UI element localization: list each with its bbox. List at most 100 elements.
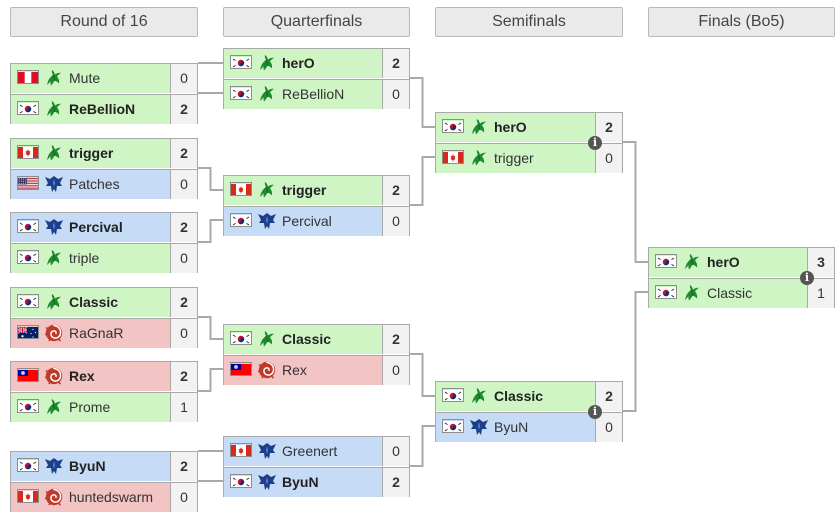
korea-flag-icon bbox=[230, 213, 252, 227]
player-slot[interactable]: triple 0 bbox=[11, 243, 197, 273]
player-name[interactable]: ByuN bbox=[69, 458, 106, 474]
korea-flag-icon bbox=[655, 254, 677, 268]
score-divider bbox=[382, 468, 383, 497]
player-name[interactable]: Classic bbox=[69, 294, 119, 310]
player-name[interactable]: Patches bbox=[69, 176, 120, 192]
player-name[interactable]: Prome bbox=[69, 399, 111, 415]
protoss-race-icon bbox=[257, 53, 277, 73]
score-divider bbox=[170, 213, 171, 242]
connector-line bbox=[198, 316, 223, 340]
player-score: 0 bbox=[596, 144, 622, 173]
player-score: 0 bbox=[383, 80, 409, 109]
player-name[interactable]: Percival bbox=[282, 213, 332, 229]
player-name[interactable]: ByuN bbox=[494, 419, 529, 435]
taiwan-flag-icon bbox=[230, 362, 252, 376]
match-info-icon[interactable]: i bbox=[800, 271, 814, 285]
protoss-race-icon bbox=[44, 143, 64, 163]
score-divider bbox=[595, 382, 596, 411]
player-name[interactable]: Classic bbox=[707, 285, 753, 301]
player-name[interactable]: RaGnaR bbox=[69, 325, 124, 341]
korea-flag-icon bbox=[17, 101, 39, 115]
player-score: 2 bbox=[383, 49, 409, 78]
korea-flag-icon bbox=[17, 458, 39, 472]
match-info-icon[interactable]: i bbox=[588, 136, 602, 150]
canada-flag-icon bbox=[230, 182, 252, 196]
connector-line bbox=[623, 291, 648, 412]
player-name[interactable]: ReBellioN bbox=[282, 86, 345, 102]
player-name[interactable]: trigger bbox=[282, 182, 327, 198]
player-name[interactable]: Mute bbox=[69, 70, 101, 86]
player-name[interactable]: herO bbox=[494, 119, 527, 135]
zerg-race-icon bbox=[257, 360, 277, 380]
player-score: 2 bbox=[596, 382, 622, 411]
korea-flag-icon bbox=[442, 388, 464, 402]
player-name[interactable]: trigger bbox=[494, 150, 534, 166]
player-slot[interactable]: Greenert 0 bbox=[224, 437, 409, 466]
match-qf-1[interactable]: herO 2 ReBellioN 0 bbox=[223, 48, 410, 109]
player-score: 0 bbox=[383, 437, 409, 466]
player-name[interactable]: Rex bbox=[282, 362, 307, 378]
korea-flag-icon bbox=[17, 219, 39, 233]
terran-race-icon bbox=[44, 217, 64, 237]
player-name[interactable]: huntedswarm bbox=[69, 489, 154, 505]
score-divider bbox=[595, 144, 596, 173]
connector-line bbox=[410, 353, 435, 397]
player-name[interactable]: triple bbox=[69, 250, 100, 266]
player-name[interactable]: Greenert bbox=[282, 443, 338, 459]
player-score: 0 bbox=[171, 244, 197, 273]
score-divider bbox=[170, 95, 171, 124]
protoss-race-icon bbox=[469, 386, 489, 406]
score-divider bbox=[170, 483, 171, 512]
connector-line bbox=[198, 368, 223, 392]
match-info-icon[interactable]: i bbox=[588, 405, 602, 419]
player-name[interactable]: herO bbox=[707, 254, 740, 270]
player-name[interactable]: ByuN bbox=[282, 474, 319, 490]
player-name[interactable]: trigger bbox=[69, 145, 114, 161]
protoss-race-icon bbox=[257, 329, 277, 349]
player-slot[interactable]: Mute 0 bbox=[11, 64, 197, 93]
player-score: 0 bbox=[596, 413, 622, 442]
player-name[interactable]: Percival bbox=[69, 219, 123, 235]
score-divider bbox=[595, 413, 596, 442]
player-slot[interactable]: herO 2 bbox=[224, 49, 409, 78]
player-name[interactable]: ReBellioN bbox=[69, 101, 136, 117]
player-name[interactable]: Classic bbox=[282, 331, 332, 347]
player-slot[interactable]: ReBellioN 0 bbox=[224, 79, 409, 109]
score-divider bbox=[382, 80, 383, 109]
player-name[interactable]: Rex bbox=[69, 368, 95, 384]
score-divider bbox=[382, 325, 383, 354]
player-name[interactable]: herO bbox=[282, 55, 315, 71]
player-name[interactable]: Classic bbox=[494, 388, 544, 404]
player-score: 0 bbox=[171, 64, 197, 93]
score-divider bbox=[382, 207, 383, 236]
zerg-race-icon bbox=[44, 487, 64, 507]
